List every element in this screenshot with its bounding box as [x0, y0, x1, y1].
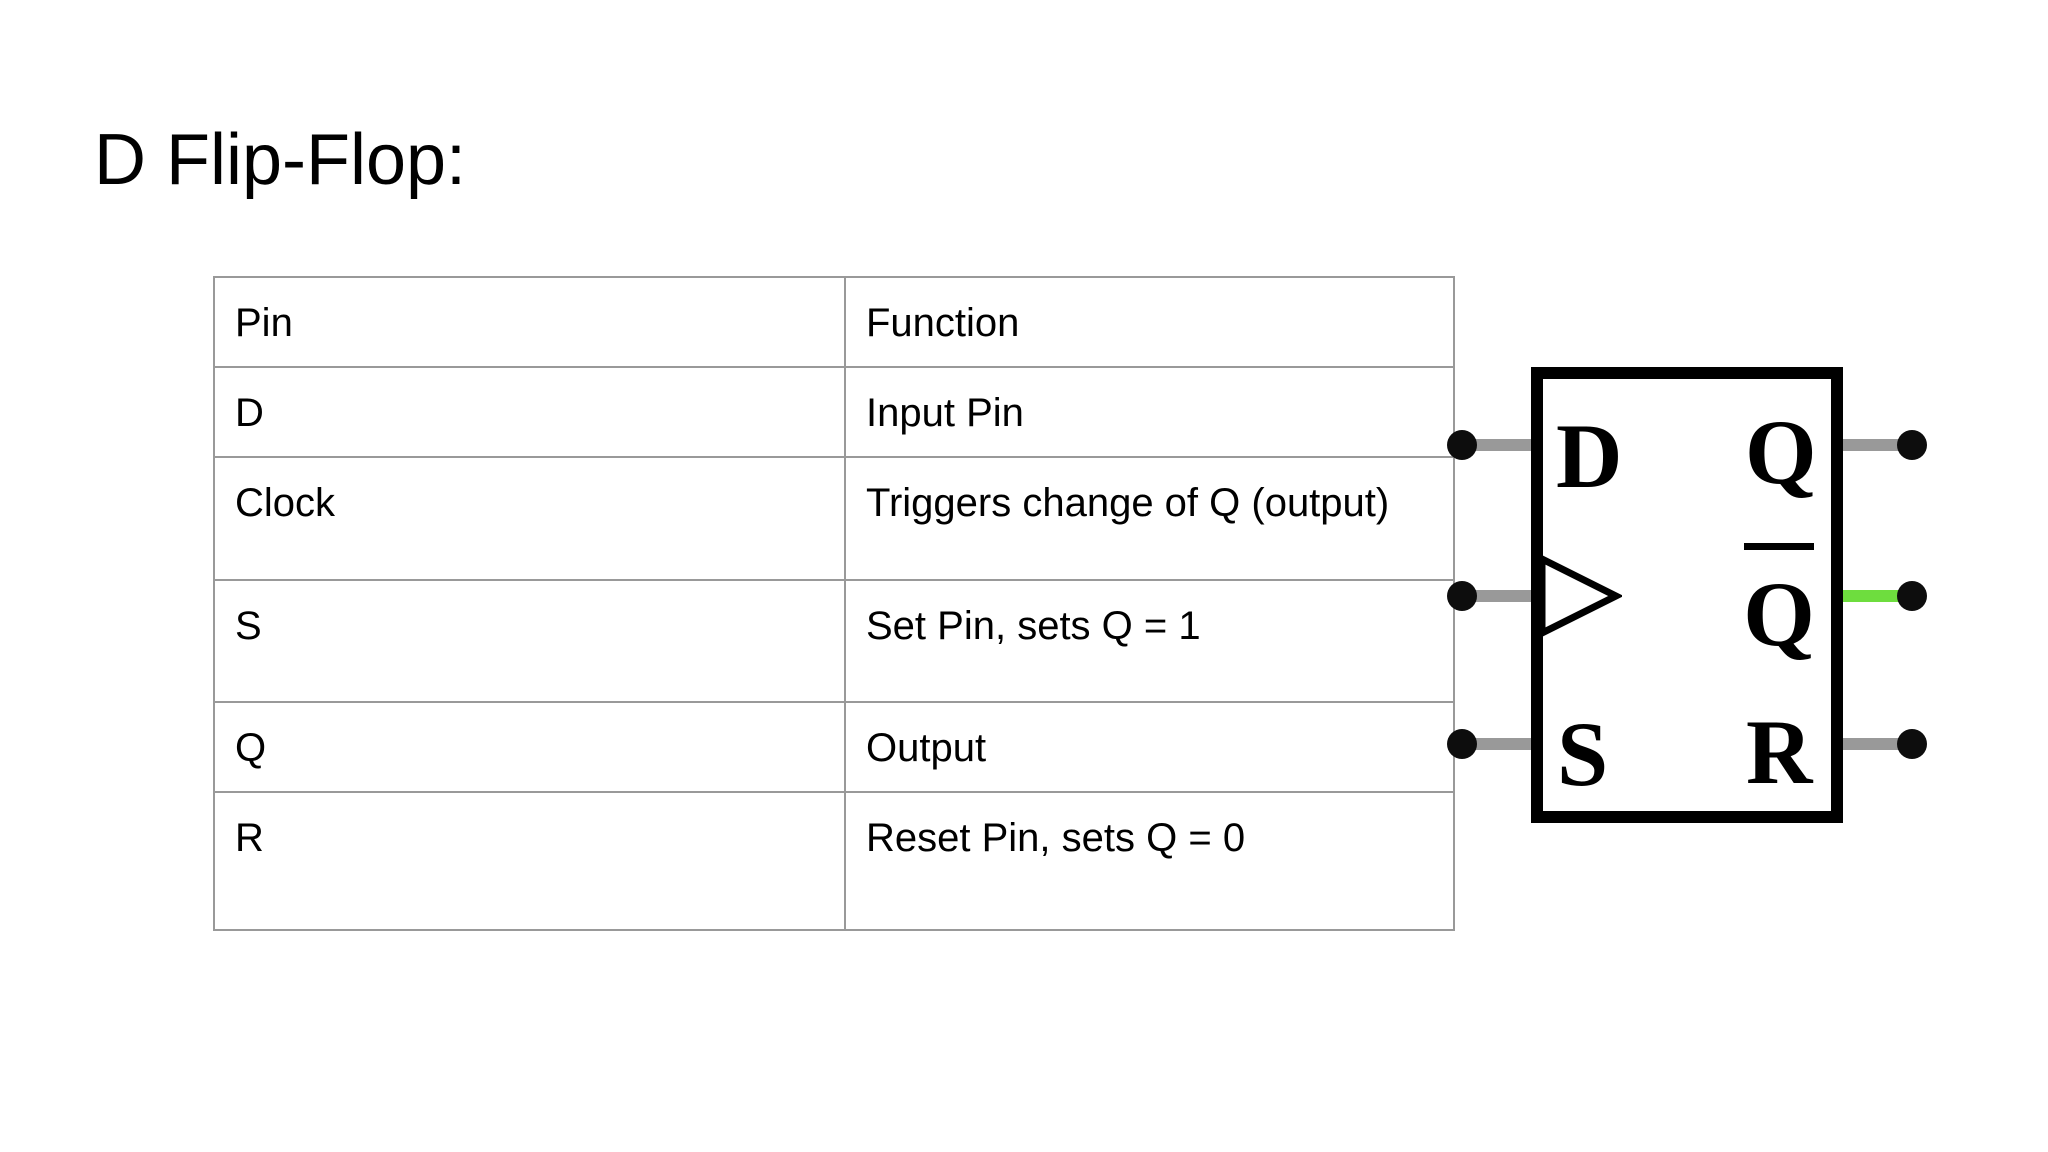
terminal-dot-r [1897, 729, 1927, 759]
pin-label-d: D [1556, 405, 1623, 507]
pin-label-s: S [1557, 703, 1609, 805]
function-cell: Triggers change of Q (output) [844, 456, 1455, 581]
pin-cell: S [213, 579, 846, 703]
terminal-dot-clock [1447, 581, 1477, 611]
q-bar-letter: Q [1743, 563, 1815, 665]
table-row: S Set Pin, sets Q = 1 [213, 579, 1455, 703]
d-flip-flop-diagram: D Q Q S R [1440, 360, 1950, 860]
flip-flop-body [1531, 367, 1843, 823]
page-title: D Flip-Flop: [94, 120, 467, 200]
function-cell: Set Pin, sets Q = 1 [844, 579, 1455, 703]
function-cell: Output [844, 701, 1455, 793]
pin-cell: Clock [213, 456, 846, 581]
function-cell: Input Pin [844, 366, 1455, 458]
table-row: D Input Pin [213, 366, 1455, 458]
terminal-dot-q [1897, 430, 1927, 460]
table-row: Q Output [213, 701, 1455, 793]
clock-edge-triangle-icon [1538, 554, 1622, 638]
terminal-dot-d [1447, 430, 1477, 460]
table-header-row: Pin Function [213, 276, 1455, 368]
wire-q-bar-output-active [1843, 590, 1912, 602]
pin-label-q: Q [1745, 401, 1817, 503]
wire-r-output [1843, 738, 1912, 750]
table-row: R Reset Pin, sets Q = 0 [213, 791, 1455, 931]
terminal-dot-s [1447, 729, 1477, 759]
function-cell: Reset Pin, sets Q = 0 [844, 791, 1455, 931]
wire-q-output [1843, 439, 1912, 451]
pin-label-q-bar: Q [1743, 543, 1815, 660]
column-header-pin: Pin [213, 276, 846, 368]
column-header-function: Function [844, 276, 1455, 368]
table-row: Clock Triggers change of Q (output) [213, 456, 1455, 581]
q-bar-overline [1744, 543, 1814, 550]
pin-cell: D [213, 366, 846, 458]
pin-label-r: R [1746, 701, 1813, 803]
pin-function-table: Pin Function D Input Pin Clock Triggers … [213, 276, 1455, 931]
pin-cell: Q [213, 701, 846, 793]
wire-s-input [1460, 738, 1538, 750]
pin-cell: R [213, 791, 846, 931]
terminal-dot-q-bar [1897, 581, 1927, 611]
wire-clock-input [1460, 590, 1538, 602]
wire-d-input [1460, 439, 1538, 451]
